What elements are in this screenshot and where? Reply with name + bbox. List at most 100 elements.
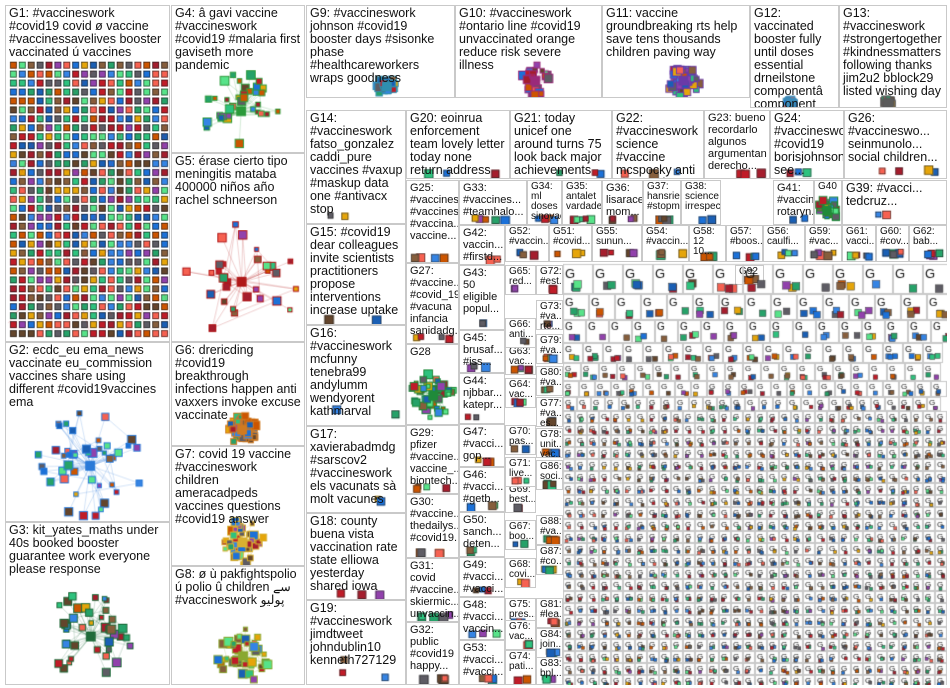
- cluster-visualization-g69: [506, 484, 535, 512]
- cluster-visualization-g78: [537, 429, 562, 457]
- cluster-visualization-g20: [407, 111, 509, 178]
- cluster-visualization-g16: [307, 326, 405, 425]
- cluster-visualization-g27: [407, 264, 458, 343]
- group-panel-g3: G3: kit_yates_maths under 40s booked boo…: [5, 522, 170, 685]
- group-panel-g34: G34: ml doses sinovac...: [527, 180, 562, 225]
- group-panel-g51: G51: #covid...: [549, 225, 592, 262]
- group-panel-g23: G23: bueno recordarlo algunos argumentan…: [704, 110, 770, 179]
- cluster-visualization-g11: [603, 6, 749, 97]
- cluster-visualization-g39: [843, 181, 946, 224]
- cluster-visualization-g45: [460, 331, 504, 372]
- group-panel-g6: G6: drericding #covid19 breakthrough inf…: [171, 342, 305, 446]
- group-panel-g64: G64: vac...: [505, 378, 536, 408]
- group-panel-g36: G36: lisaracer2 mom...: [602, 180, 643, 225]
- cluster-visualization-g66: [506, 319, 535, 347]
- cluster-visualization-g67: [506, 521, 535, 549]
- group-panel-g83: G83: bpl...: [536, 657, 563, 685]
- group-panel-g26: G26: #vaccineswo... seinmunolo... social…: [844, 110, 947, 179]
- cluster-visualization-g61: [843, 226, 875, 261]
- cluster-visualization-g53: [460, 641, 504, 684]
- cluster-visualization-g31: [407, 559, 458, 621]
- cluster-visualization-g3: [6, 523, 169, 684]
- group-panel-g71: G71: live...: [505, 457, 536, 487]
- group-panel-g56: G56: caulfi...: [763, 225, 805, 262]
- group-panel-g2: G2: ecdc_eu ema_news vaccinate eu_commis…: [5, 342, 170, 522]
- cluster-visualization-g42: [460, 226, 504, 264]
- cluster-visualization-g58: [690, 226, 725, 261]
- cluster-visualization-g87: [537, 546, 562, 574]
- cluster-visualization-g25: [407, 181, 458, 262]
- group-panel-g31: G31: covid #vaccine... skiermic... unvac…: [406, 558, 459, 622]
- cluster-visualization-g24: [771, 111, 843, 178]
- group-panel-g44: G44: njbbar... katepr...: [459, 373, 505, 424]
- group-panel-g35: G35: antalet vardade...: [562, 180, 602, 225]
- cluster-visualization-g41: [774, 181, 813, 224]
- cluster-visualization-g10: [456, 6, 601, 97]
- cluster-visualization-g51: [550, 226, 591, 261]
- group-panel-g84: G84: join...: [536, 628, 563, 658]
- group-panel-g8: G8: ø ù pakfightspolio ú polio û childre…: [171, 566, 305, 685]
- group-panel-g27: G27: #vaccine... #covid_19 #vacuna infan…: [406, 263, 459, 344]
- group-panel-g41: G41: #vaccin... rotaryn...: [773, 180, 814, 225]
- cluster-visualization-g63: [506, 346, 535, 374]
- group-panel-g38: G38: science irrespec...: [681, 180, 721, 225]
- cluster-visualization-g57: [727, 226, 762, 261]
- small-groups-mosaic: [563, 262, 947, 685]
- group-panel-g4: G4: â gavi vaccine #vaccineswork #covid1…: [171, 5, 305, 153]
- cluster-visualization-g84: [537, 629, 562, 657]
- cluster-visualization-g14: [307, 111, 405, 223]
- group-panel-g50: G50: sanch... deten...: [459, 512, 505, 557]
- cluster-visualization-g70: [506, 426, 535, 454]
- group-panel-g37: G37: hansrie... #stopm...: [643, 180, 681, 225]
- group-panel-g78: G78: unit... vac...: [536, 428, 563, 458]
- cluster-visualization-g5: [172, 154, 304, 341]
- cluster-visualization-g15: [307, 225, 405, 324]
- cluster-visualization-g88: [537, 516, 562, 544]
- cluster-visualization-g36: [603, 181, 642, 224]
- group-panel-g53: G53: #vacci... #vacci...: [459, 640, 505, 685]
- group-panel-g11: G11: vaccine groundbreaking rts help sav…: [602, 5, 750, 98]
- cluster-visualization-g1: [6, 6, 169, 341]
- cluster-visualization-g12: [751, 6, 838, 107]
- cluster-visualization-g72: [537, 266, 562, 294]
- group-panel-g42: G42: vaccin... #firstd...: [459, 225, 505, 265]
- cluster-visualization-g80: [537, 367, 562, 395]
- cluster-visualization-g43: [460, 266, 504, 329]
- cluster-visualization-g71: [506, 458, 535, 486]
- cluster-visualization-g13: [840, 6, 946, 107]
- group-panel-g68: G68: covi...: [505, 558, 536, 588]
- cluster-visualization-g34: [528, 181, 561, 224]
- group-panel-g22: G22: #vaccineswork science #vaccine mcsp…: [612, 110, 704, 179]
- cluster-visualization-g37: [644, 181, 680, 224]
- cluster-visualization-g9: [307, 6, 454, 97]
- cluster-visualization-g4: [172, 6, 304, 152]
- group-panel-g60: G60: #cov...: [876, 225, 909, 262]
- cluster-visualization-g47: [460, 425, 504, 466]
- group-panel-g76: G76: vac...: [505, 620, 536, 650]
- cluster-visualization-g54: [643, 226, 688, 261]
- group-panel-g73: G73: #va... rte...: [536, 300, 563, 330]
- cluster-visualization-g76: [506, 621, 535, 649]
- cluster-visualization-g46: [460, 468, 504, 511]
- group-panel-g10: G10: #vaccineswork #ontario line #covid1…: [455, 5, 602, 98]
- cluster-visualization-g49: [460, 558, 504, 596]
- group-panel-g55: G55: sunun...: [592, 225, 642, 262]
- group-panel-g80: G80: #va...: [536, 366, 563, 396]
- group-panel-g70: G70: pas...: [505, 425, 536, 455]
- group-panel-g29: G29: pfizer #vaccine... vaccine_... bion…: [406, 425, 459, 494]
- group-panel-g77: G77: #va... es...: [536, 397, 563, 427]
- group-panel-g59: G59: #vac...: [805, 225, 842, 262]
- group-panel-g45: G45: brusaf... #iss...: [459, 330, 505, 373]
- cluster-visualization-g59: [806, 226, 841, 261]
- group-panel-g14: G14: #vaccineswork fatso_gonzalez caddi_…: [306, 110, 406, 224]
- cluster-visualization-g2: [6, 343, 169, 521]
- group-panel-g24: G24: #vaccineswo... #covid19 borisjohnso…: [770, 110, 844, 179]
- group-panel-g5: G5: érase cierto tipo meningitis mataba …: [171, 153, 305, 342]
- group-panel-g69: G69: best...: [505, 483, 536, 513]
- group-panel-g19: G19: #vaccineswork jimdtweet johndublin1…: [306, 600, 406, 685]
- group-panel-g67: G67: boo...: [505, 520, 536, 550]
- group-panel-g16: G16: #vaccineswork mcfunny tenebra99 and…: [306, 325, 406, 426]
- cluster-visualization-g26: [845, 111, 946, 178]
- group-panel-g62: G62: bab...: [909, 225, 947, 262]
- cluster-visualization-g7: [172, 447, 304, 565]
